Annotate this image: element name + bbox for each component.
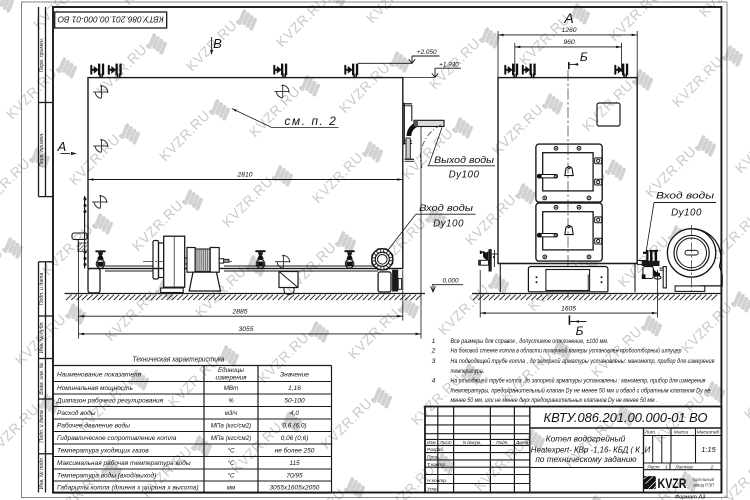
svg-text:КВТУ.086.201.00.000-01 ВО: КВТУ.086.201.00.000-01 ВО xyxy=(57,14,163,24)
svg-text:котельный: котельный xyxy=(693,477,715,482)
svg-text:мм: мм xyxy=(227,484,236,491)
svg-text:960: 960 xyxy=(563,39,575,46)
svg-text:А: А xyxy=(563,10,573,26)
svg-text:Взам. инв. №: Взам. инв. № xyxy=(39,362,45,394)
svg-text:Габариты котла (длинна х ширин: Габариты котла (длинна х ширина х высота… xyxy=(57,483,199,491)
svg-text:50-100: 50-100 xyxy=(284,398,305,405)
svg-text:Dy100: Dy100 xyxy=(449,170,480,181)
svg-text:Температура уходящих газов: Температура уходящих газов xyxy=(57,447,149,455)
svg-text:КВТУ.086.201.00.000-01 ВО: КВТУ.086.201.00.000-01 ВО xyxy=(544,411,708,425)
svg-text:70/95: 70/95 xyxy=(286,472,303,479)
svg-text:Инв. № дубл.: Инв. № дубл. xyxy=(39,321,45,353)
svg-text:3055х1605х2050: 3055х1605х2050 xyxy=(270,484,320,491)
svg-text:не более 250: не более 250 xyxy=(275,447,315,455)
svg-text:3: 3 xyxy=(432,358,436,365)
svg-text:°С: °С xyxy=(228,472,235,479)
svg-text:0.000: 0.000 xyxy=(443,278,459,285)
svg-text:Листов: Листов xyxy=(674,464,693,470)
svg-text:Вход воды: Вход воды xyxy=(419,202,473,213)
svg-text:3055: 3055 xyxy=(238,326,253,333)
svg-text:температуры.: температуры. xyxy=(451,368,485,375)
svg-text:Изм: Изм xyxy=(427,440,436,445)
svg-text:KVZR: KVZR xyxy=(658,475,687,491)
svg-text:Температура воды (вход/выход): Температура воды (вход/выход) xyxy=(57,471,156,479)
svg-text:Расход воды: Расход воды xyxy=(57,409,96,417)
svg-text:Диапазон рабочего регулировани: Диапазон рабочего регулирования xyxy=(56,397,164,405)
svg-text:0,6 (6,0): 0,6 (6,0) xyxy=(282,423,306,430)
svg-text:см. п. 2: см. п. 2 xyxy=(285,114,338,128)
svg-text:МПа (кгс/см2): МПа (кгс/см2) xyxy=(211,423,251,430)
svg-text:Инв. № подл.: Инв. № подл. xyxy=(39,457,45,489)
svg-text:измерения: измерения xyxy=(216,375,248,382)
svg-text:Dy100: Dy100 xyxy=(671,208,702,219)
svg-text:Пров.: Пров. xyxy=(427,455,440,461)
svg-text:Подп.: Подп. xyxy=(496,440,508,445)
svg-text:Максимальная рабочая температу: Максимальная рабочая температура воды xyxy=(57,459,191,467)
svg-text:Номинальная мощность: Номинальная мощность xyxy=(57,385,134,392)
svg-text:по техническому заданию: по техническому заданию xyxy=(535,455,636,464)
svg-text:Подп. и дата: Подп. и дата xyxy=(39,410,45,443)
svg-text:Dy100: Dy100 xyxy=(433,219,464,230)
svg-text:°С: °С xyxy=(228,448,235,455)
svg-text:Н.контр.: Н.контр. xyxy=(427,478,447,484)
svg-text:МПа (кгс/см2): МПа (кгс/см2) xyxy=(211,435,251,442)
svg-text:Котел водогрейный: Котел водогрейный xyxy=(546,434,626,444)
svg-text:1: 1 xyxy=(432,338,436,345)
svg-text:А: А xyxy=(57,139,67,154)
svg-text:2: 2 xyxy=(431,348,436,355)
svg-text:На отводящей трубе котла ,до з: На отводящей трубе котла ,до запорной ар… xyxy=(451,376,706,384)
svg-text:Масштаб: Масштаб xyxy=(697,430,720,436)
svg-text:1,16: 1,16 xyxy=(288,385,301,392)
svg-text:1605: 1605 xyxy=(561,305,576,312)
svg-text:Рабочее давление воды: Рабочее давление воды xyxy=(57,422,130,430)
svg-text:Лист: Лист xyxy=(439,440,452,445)
svg-text:Лит.: Лит. xyxy=(644,430,656,436)
svg-text:Б: Б xyxy=(580,50,588,64)
svg-text:Единицы: Единицы xyxy=(218,367,244,374)
svg-text:Вход воды: Вход воды xyxy=(656,190,714,201)
svg-text:4,0: 4,0 xyxy=(290,410,299,417)
svg-text:Б: Б xyxy=(576,324,584,338)
svg-text:2: 2 xyxy=(710,464,714,470)
svg-text:Перв. примен.: Перв. примен. xyxy=(39,38,45,72)
svg-text:Гидравлическое сопротивление к: Гидравлическое сопротивление котла xyxy=(57,434,177,442)
svg-text:Т.контр.: Т.контр. xyxy=(427,462,446,468)
svg-text:Значение: Значение xyxy=(280,372,309,379)
svg-text:115: 115 xyxy=(289,460,300,467)
svg-text:Перв. примен.: Перв. примен. xyxy=(39,132,45,166)
svg-text:%: % xyxy=(228,398,234,405)
svg-text:Heatexpert- КВр -1,16- КБД ( К: Heatexpert- КВр -1,16- КБД ( К )И xyxy=(531,446,651,455)
svg-text:температуры, предохранительный: температуры, предохранительный клапан Dу… xyxy=(451,386,711,394)
svg-text:Все размеры для справок , допу: Все размеры для справок , допустимое отк… xyxy=(451,337,609,345)
svg-text:°С: °С xyxy=(228,460,235,467)
svg-text:1:15: 1:15 xyxy=(701,445,716,454)
svg-text:4: 4 xyxy=(432,377,436,384)
svg-text:Лист: Лист xyxy=(646,464,659,470)
svg-text:2810: 2810 xyxy=(236,172,252,179)
svg-text:МВт: МВт xyxy=(224,385,238,392)
svg-text:1260: 1260 xyxy=(561,27,576,34)
svg-text:1: 1 xyxy=(665,464,668,470)
svg-text:Выход воды: Выход воды xyxy=(434,154,494,165)
svg-text:Разраб.: Разраб. xyxy=(427,447,444,453)
svg-text:На подводящей трубе котла , д: На подводящей трубе котла , до запорной … xyxy=(451,357,715,365)
svg-text:В: В xyxy=(213,36,222,51)
svg-text:менее 50 мм, или не менее дв: менее 50 мм, или не менее двух предохран… xyxy=(451,396,658,404)
svg-text:На боковой стенке котла в обла: На боковой стенке котла в области топочн… xyxy=(451,347,682,355)
svg-text:Наименование показателя: Наименование показателя xyxy=(57,372,142,379)
svg-text:Техническая характеристика: Техническая характеристика xyxy=(133,354,225,363)
svg-text:+1.930: +1.930 xyxy=(439,61,459,68)
svg-text:2885: 2885 xyxy=(231,308,247,315)
svg-text:N докум.: N докум. xyxy=(463,440,482,445)
svg-text:+2.050: +2.050 xyxy=(417,49,437,56)
svg-text:Утв.: Утв. xyxy=(427,486,438,492)
svg-text:м3/ч: м3/ч xyxy=(225,410,238,417)
svg-text:завод РЭП: завод РЭП xyxy=(693,483,715,488)
svg-text:Формат А3: Формат А3 xyxy=(675,494,706,500)
svg-text:Дата: Дата xyxy=(515,440,529,445)
svg-text:Масса: Масса xyxy=(674,430,689,436)
svg-text:Подп. и дата: Подп. и дата xyxy=(39,273,45,306)
svg-text:0,06 (0,6): 0,06 (0,6) xyxy=(281,435,309,442)
